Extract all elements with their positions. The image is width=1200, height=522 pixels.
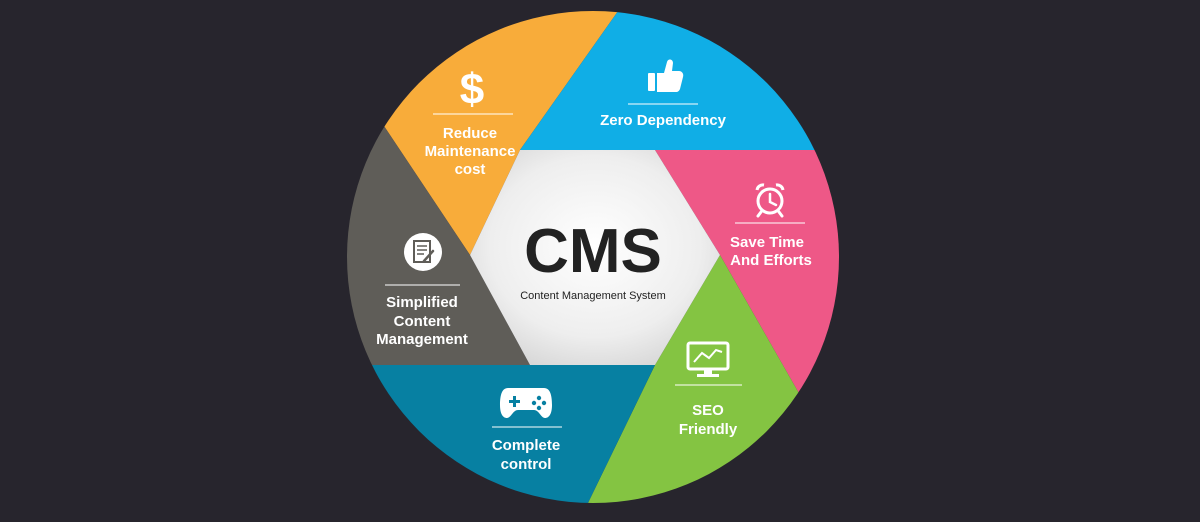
label-zero-dependency: Zero Dependency — [600, 112, 727, 129]
document-edit-icon — [404, 233, 442, 271]
label-simplified-content-line-1: Simplified — [386, 294, 458, 311]
label-simplified-content-line-2: Content — [394, 313, 451, 330]
dollar-icon: $ — [460, 65, 484, 114]
alarm-clock-icon — [755, 183, 785, 218]
label-group-simplified-content: Simplified Content Management — [376, 233, 468, 348]
label-complete-control-line-2: control — [501, 456, 552, 473]
label-reduce-cost-line-3: cost — [455, 161, 486, 178]
label-reduce-cost-line-2: Maintenance — [425, 143, 516, 160]
center-subtitle: Content Management System — [520, 290, 666, 302]
label-group-reduce-cost: $ Reduce Maintenance cost — [425, 65, 516, 178]
thumbs-up-icon — [648, 59, 684, 92]
label-seo-friendly-line-2: Friendly — [679, 421, 738, 438]
gamepad-icon — [500, 388, 552, 418]
center-title: CMS — [524, 217, 662, 286]
label-seo-friendly-line-1: SEO — [692, 402, 724, 419]
label-save-time-line-1: Save Time — [730, 234, 804, 251]
monitor-chart-icon — [686, 341, 730, 377]
label-group-save-time: Save Time And Efforts — [730, 183, 812, 269]
hub-hexagon — [470, 150, 720, 365]
label-reduce-cost-line-1: Reduce — [443, 125, 497, 142]
label-save-time-line-2: And Efforts — [730, 252, 812, 269]
label-simplified-content-line-3: Management — [376, 331, 468, 348]
label-group-complete-control: Complete control — [492, 388, 562, 473]
label-group-seo-friendly: SEO Friendly — [675, 341, 742, 438]
label-group-zero-dependency: Zero Dependency — [600, 59, 727, 129]
label-complete-control-line-1: Complete — [492, 437, 560, 454]
